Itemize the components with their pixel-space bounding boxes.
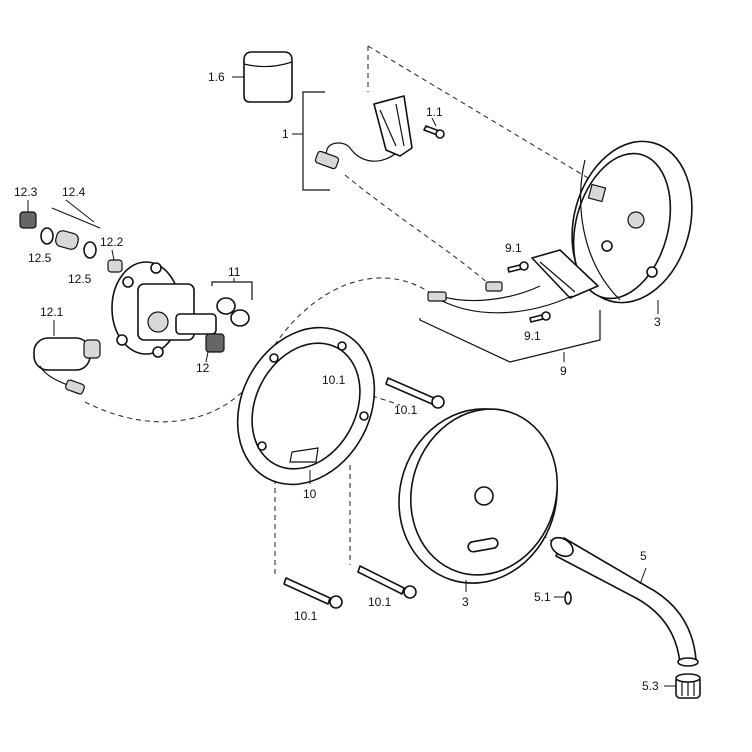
part-1-6-battery: 1.6: [208, 51, 293, 103]
label-12: 12: [196, 361, 210, 375]
label-12-4: 12.4: [62, 185, 86, 199]
label-5: 5: [640, 549, 647, 563]
part-3-rear-cover: 3: [571, 140, 693, 329]
part-10-1-screws: 10.1 10.1 10.1 10.1: [283, 373, 445, 623]
part-11-o-rings: 11: [211, 265, 253, 327]
part-5-spout: 5 5.1: [534, 536, 699, 667]
label-9: 9: [560, 364, 567, 378]
label-11: 11: [228, 265, 241, 279]
label-12-1: 12.1: [40, 305, 64, 319]
label-10-1-center: 10.1: [322, 373, 346, 387]
label-5-1: 5.1: [534, 590, 551, 604]
label-9-1-bottom: 9.1: [524, 329, 541, 343]
part-1-sensor-cable: 1 1.1: [282, 91, 445, 191]
label-10-1-bottom-middle: 10.1: [368, 595, 392, 609]
part-12-valve-body: 12: [111, 261, 225, 375]
label-10: 10: [303, 487, 317, 501]
label-10-1-right: 10.1: [394, 403, 418, 417]
part-5-3-aerator: 5.3: [642, 673, 701, 699]
label-5-3: 5.3: [642, 679, 659, 693]
part-12-seals-filter: 12.3 12.4 12.5 12.5 12.2: [14, 185, 124, 286]
part-9-sensor-module: 9.1 9.1 9: [419, 241, 601, 378]
label-10-1-bottom-left: 10.1: [294, 609, 318, 623]
part-12-1-solenoid: 12.1: [33, 305, 101, 395]
label-12-2: 12.2: [100, 235, 124, 249]
label-12-5-right: 12.5: [68, 272, 92, 286]
label-9-1-top: 9.1: [505, 241, 522, 255]
label-12-3: 12.3: [14, 185, 38, 199]
part-10-mounting-ring: 10: [236, 326, 376, 501]
label-3-top: 3: [654, 315, 661, 329]
label-1-6: 1.6: [208, 70, 225, 84]
label-12-5-left: 12.5: [28, 251, 52, 265]
label-3-bottom: 3: [462, 595, 469, 609]
label-1: 1: [282, 127, 289, 141]
part-3-front-cover: 3: [398, 408, 559, 609]
label-1-1: 1.1: [426, 105, 443, 119]
